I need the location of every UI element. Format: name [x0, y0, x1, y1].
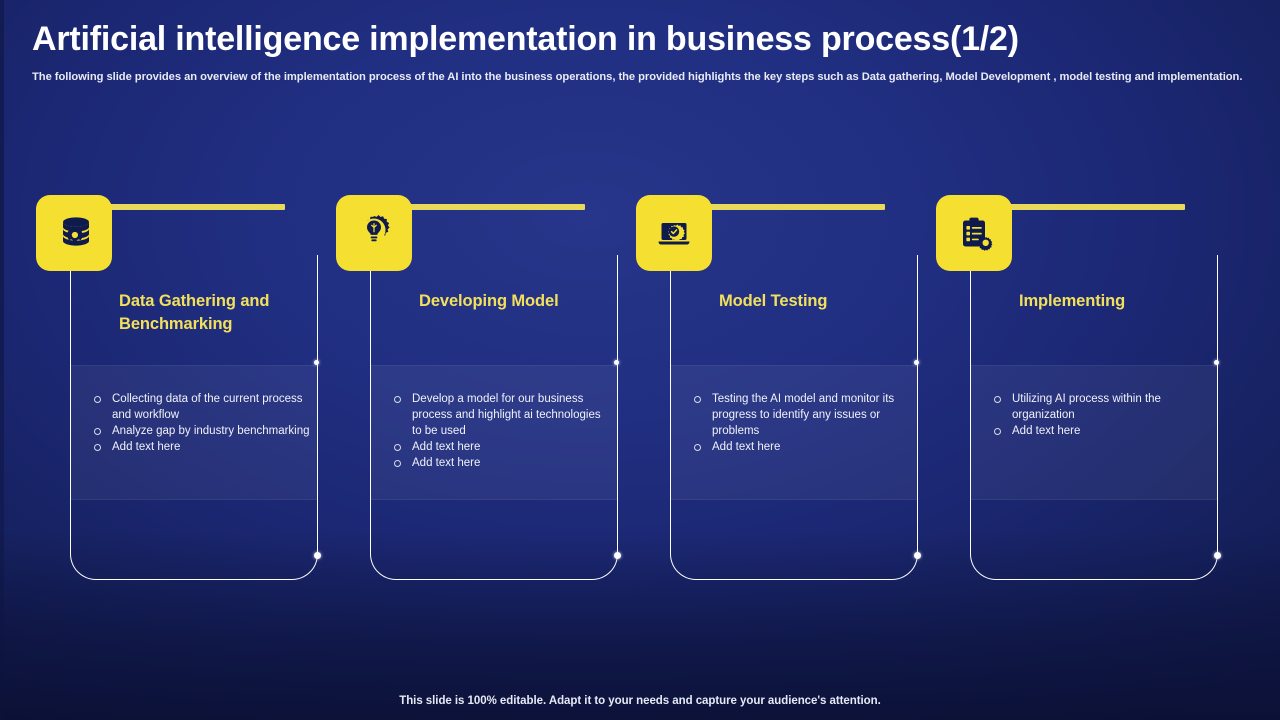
list-item: Analyze gap by industry benchmarking — [88, 423, 310, 439]
step-bracket — [370, 255, 618, 580]
database-gear-icon — [53, 212, 95, 254]
step-content-box: Develop a model for our business process… — [370, 365, 618, 500]
list-item: Add text here — [88, 439, 310, 455]
step-content-box: Testing the AI model and monitor its pro… — [670, 365, 918, 500]
process-step-1[interactable]: Data Gathering and Benchmarking Collecti… — [33, 195, 333, 590]
step-content-box: Utilizing AI process within the organiza… — [970, 365, 1218, 500]
step-bullet-list: Testing the AI model and monitor its pro… — [688, 391, 910, 455]
footer-note: This slide is 100% editable. Adapt it to… — [399, 695, 881, 707]
step-bracket — [670, 255, 918, 580]
step-bullet-list: Utilizing AI process within the organiza… — [988, 391, 1210, 439]
list-item: Add text here — [388, 439, 610, 455]
content-box-corner-dot — [914, 360, 919, 365]
step-title: Developing Model — [419, 292, 559, 310]
step-bullet-list: Develop a model for our business process… — [388, 391, 610, 471]
gear-lightbulb-icon — [353, 212, 395, 254]
content-box-corner-dot — [1214, 360, 1219, 365]
content-box-corner-dot — [614, 360, 619, 365]
step-bracket — [970, 255, 1218, 580]
slide-header: Artificial intelligence implementation i… — [0, 0, 1280, 105]
page-subtitle: The following slide provides an overview… — [32, 71, 1243, 83]
step-content-box: Collecting data of the current process a… — [70, 365, 318, 500]
list-item: Collecting data of the current process a… — [88, 391, 310, 423]
process-step-3[interactable]: Model Testing Testing the AI model and m… — [633, 195, 933, 590]
laptop-gear-icon — [653, 212, 695, 254]
step-icon-tile[interactable] — [936, 195, 1012, 271]
list-item: Add text here — [688, 439, 910, 455]
step-icon-tile[interactable] — [636, 195, 712, 271]
list-item: Testing the AI model and monitor its pro… — [688, 391, 910, 439]
bracket-end-dot — [914, 552, 921, 559]
step-title: Model Testing — [719, 292, 828, 310]
process-step-2[interactable]: Developing Model Develop a model for our… — [333, 195, 633, 590]
left-edge-strip — [0, 0, 4, 720]
step-progress-bar — [407, 204, 585, 210]
step-progress-bar — [707, 204, 885, 210]
list-item: Utilizing AI process within the organiza… — [988, 391, 1210, 423]
step-icon-tile[interactable] — [36, 195, 112, 271]
step-progress-bar — [1007, 204, 1185, 210]
bracket-end-dot — [1214, 552, 1221, 559]
step-bullet-list: Collecting data of the current process a… — [88, 391, 310, 455]
page-title: Artificial intelligence implementation i… — [32, 20, 1019, 58]
step-title: Data Gathering and Benchmarking — [119, 292, 270, 333]
list-item: Add text here — [388, 455, 610, 471]
list-item: Develop a model for our business process… — [388, 391, 610, 439]
list-item: Add text here — [988, 423, 1210, 439]
step-bracket — [70, 255, 318, 580]
process-step-4[interactable]: Implementing Utilizing AI process within… — [933, 195, 1233, 590]
step-title: Implementing — [1019, 292, 1126, 310]
bracket-end-dot — [614, 552, 621, 559]
bracket-end-dot — [314, 552, 321, 559]
step-icon-tile[interactable] — [336, 195, 412, 271]
step-progress-bar — [107, 204, 285, 210]
clipboard-checklist-gear-icon — [953, 212, 995, 254]
content-box-corner-dot — [314, 360, 319, 365]
